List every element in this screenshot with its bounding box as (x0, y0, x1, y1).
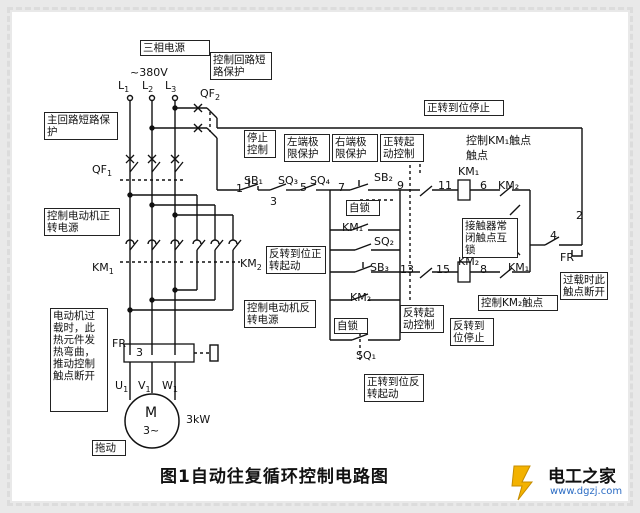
sq4-label: SQ₄ (310, 174, 331, 187)
fr-number: 3 (136, 346, 143, 359)
fr-note: 电动机过载时，此热元件发热弯曲，推动控制触点断开 (50, 308, 108, 412)
node-6: 6 (480, 179, 487, 192)
sq3-label: SQ₃ (278, 174, 299, 187)
qf1-label: QF1 (92, 163, 113, 179)
w1-label: W1 (162, 379, 178, 395)
km1-main-label: KM1 (92, 261, 114, 277)
main-short-label: 主回路短路保护 (44, 112, 118, 140)
node-2: 2 (576, 209, 583, 222)
node-9: 9 (397, 179, 404, 192)
km1-contact-label: 控制KM₁触点 (466, 134, 532, 147)
stop-ctrl-label: 停止控制 (244, 130, 276, 158)
rev-stop-label: 反转到位停止 (450, 318, 494, 346)
km1-contact-sub: 触点 (466, 149, 488, 162)
rev-start-label: 反转起动控制 (400, 305, 444, 333)
fwd-start-label: 正转起动控制 (380, 134, 424, 162)
fr-contact-label: FR (560, 251, 574, 264)
node-1: 1 (236, 182, 243, 195)
fr-label: FR (112, 337, 126, 350)
l1-label: L1 (118, 79, 130, 95)
node-3: 3 (270, 195, 277, 208)
right-limit-label: 右端极限保护 (332, 134, 378, 162)
brand-url: www.dgzj.com (550, 486, 623, 497)
node-4: 4 (550, 229, 557, 242)
km2-coil-label: KM₂ (458, 255, 480, 268)
power-label: 三相电源 (140, 40, 210, 56)
interlock-label: 接触器常闭触点互锁 (462, 218, 518, 258)
l2-label: L2 (142, 79, 154, 95)
left-limit-label: 左端极限保护 (284, 134, 330, 162)
motor-phase: 3~ (143, 424, 160, 437)
u1-label: U1 (115, 379, 129, 395)
selflock-a-label: 自锁 (346, 200, 380, 216)
drag-label: 拖动 (92, 440, 126, 456)
voltage-label: ~380V (130, 66, 168, 79)
selflock-b-label: 自锁 (334, 318, 368, 334)
sq2-label: SQ₂ (374, 235, 395, 248)
sb3-label: SB₃ (370, 261, 389, 274)
v1-label: V1 (138, 379, 151, 395)
km2-main-label: KM2 (240, 257, 262, 273)
node-8: 8 (480, 263, 487, 276)
km1-nc-label: KM₁ (508, 261, 530, 274)
l3-label: L3 (165, 79, 177, 95)
node-15: 15 (436, 263, 450, 276)
figure-title: 图1自动往复循环控制电路图 (160, 467, 389, 487)
km2-contact-label: 控制KM₂触点 (478, 295, 558, 311)
km1-self-label: KM₁ (342, 221, 364, 234)
overload-label: 过载时此触点断开 (560, 272, 608, 300)
fwd-stop-label: 正转到位停止 (424, 100, 504, 116)
brand-watermark: 电工之家 www.dgzj.com (506, 460, 634, 508)
sb2-label: SB₂ (374, 171, 393, 184)
rev-to-fwd-label: 反转到位正转起动 (266, 246, 326, 274)
km2-nc-label: KM₂ (498, 179, 520, 192)
motor-power: 3kW (186, 413, 211, 426)
km2-self-label: KM₂ (350, 291, 372, 304)
node-11: 11 (438, 179, 452, 192)
km2-rev-power-label: 控制电动机反转电源 (244, 300, 316, 328)
brand-name: 电工之家 (548, 467, 616, 487)
sq1-label: SQ₁ (356, 349, 377, 362)
km1-coil-label: KM₁ (458, 165, 480, 178)
brand-logo-icon (511, 465, 534, 501)
node-5: 5 (300, 181, 307, 194)
qf2-label: QF2 (200, 87, 221, 103)
node-7: 7 (338, 181, 345, 194)
sb1-label: SB₁ (244, 174, 263, 187)
node-13: 13 (400, 263, 414, 276)
motor-m: M (145, 405, 158, 421)
km1-fwd-power-label: 控制电动机正转电源 (44, 208, 120, 236)
fwd-to-rev-label: 正转到位反转起动 (364, 374, 424, 402)
ctrl-short-label: 控制回路短路保护 (210, 52, 272, 80)
